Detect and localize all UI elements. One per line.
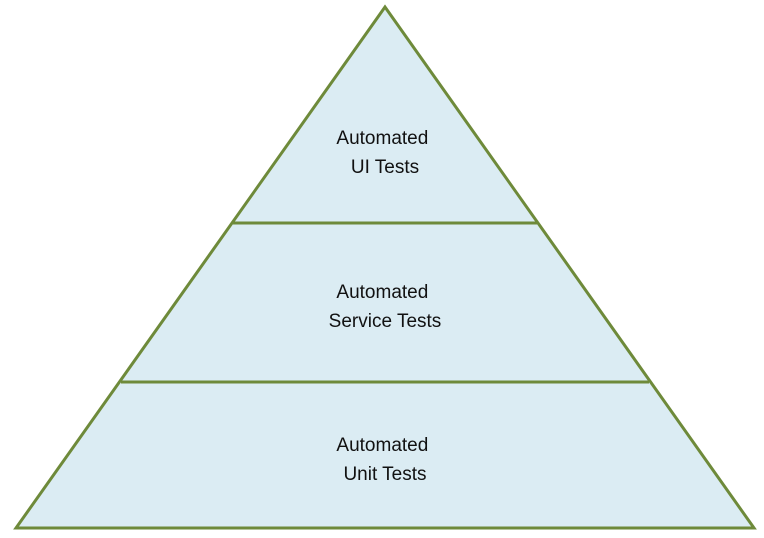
tier-top-label-line1: Automated bbox=[336, 128, 428, 149]
tier-top-label: Automated UI Tests bbox=[336, 128, 433, 178]
tier-top-shape bbox=[233, 7, 537, 223]
pyramid-outline bbox=[13, 4, 757, 530]
tier-middle-label: Automated Service Tests bbox=[329, 282, 442, 332]
tier-bottom-label-line2: Unit Tests bbox=[343, 464, 426, 485]
tier-top-label-line2: UI Tests bbox=[351, 157, 419, 178]
tier-middle-label-line2: Service Tests bbox=[329, 311, 442, 332]
tier-bottom-label: Automated Unit Tests bbox=[336, 435, 433, 485]
tier-bottom-shape bbox=[16, 382, 754, 528]
tier-middle-shape bbox=[121, 223, 649, 382]
tier-middle-label-line1: Automated bbox=[336, 282, 428, 303]
tier-bottom-label-line1: Automated bbox=[336, 435, 428, 456]
